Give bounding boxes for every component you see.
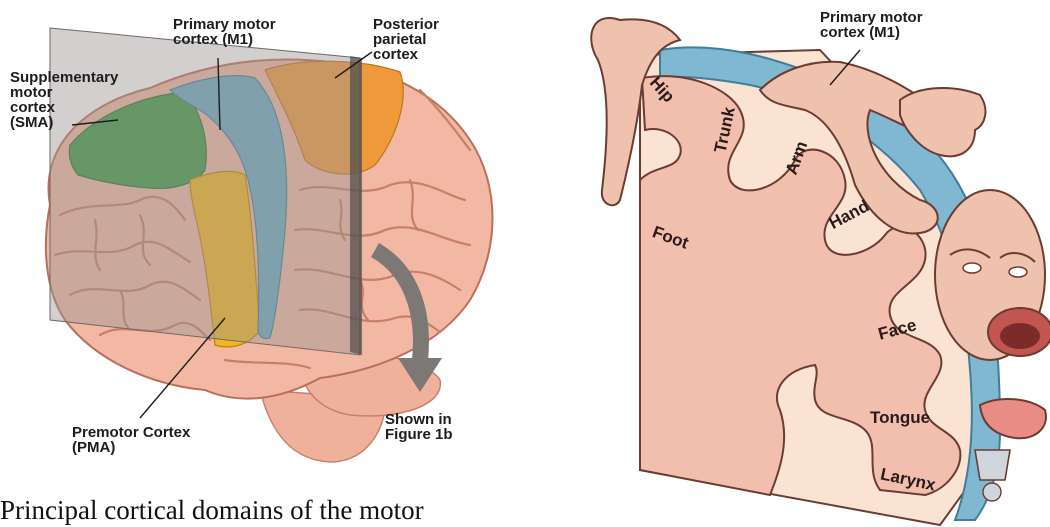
- figure-b-motor-homunculus: Primary motor cortex (M1) Hip Trunk Arm …: [580, 0, 1050, 527]
- body-part-tongue: Tongue: [870, 408, 930, 428]
- label-posterior-parietal-cortex: Posterior parietal cortex: [373, 17, 439, 62]
- label-supplementary-motor-cortex: Supplementary motor cortex (SMA): [10, 70, 118, 130]
- label-primary-motor-cortex-a: Primary motor cortex (M1): [173, 17, 276, 47]
- homunculus-illustration: [580, 0, 1050, 527]
- figure-caption: Principal cortical domains of the motor: [0, 494, 540, 527]
- homunculus-mouth-inner: [1000, 323, 1040, 349]
- label-primary-motor-cortex-b: Primary motor cortex (M1): [820, 10, 923, 40]
- label-premotor-cortex: Premotor Cortex (PMA): [72, 425, 190, 455]
- coronal-plane-edge: [350, 56, 362, 355]
- homunculus-eye: [1009, 267, 1027, 277]
- figure-a-brain-lateral-view: Primary motor cortex (M1) Posterior pari…: [0, 0, 520, 470]
- larynx-ring: [983, 483, 1001, 501]
- homunculus-eye: [963, 263, 981, 273]
- label-shown-in-figure-1b: Shown in Figure 1b: [385, 412, 453, 442]
- homunculus-larynx: [975, 450, 1010, 480]
